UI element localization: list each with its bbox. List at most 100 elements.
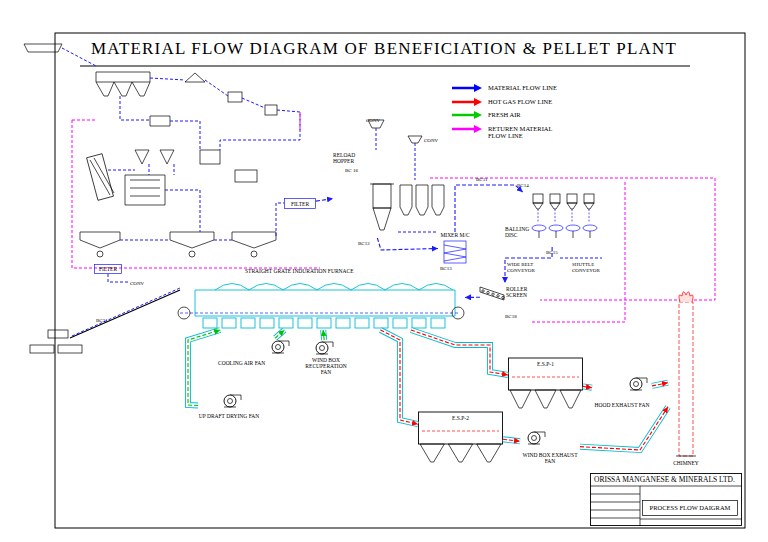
- flow-line: [411, 330, 508, 375]
- equipment-outline: [480, 287, 504, 300]
- conveyor-tag: BC14: [517, 183, 541, 189]
- equipment-outline: [444, 241, 466, 263]
- legend-swatch: [452, 98, 482, 106]
- material-flow-line: [62, 48, 602, 336]
- legend-swatch: [452, 84, 482, 92]
- flow-connector: [503, 439, 520, 441]
- legend-swatch: [474, 111, 482, 119]
- legend-text: RETUREN MATERIAL FLOW LINE: [488, 125, 560, 139]
- equipment-outline: [528, 444, 540, 445]
- conveyor-tag: BC21: [96, 318, 120, 324]
- beneficiation-plant: [189, 251, 195, 257]
- material-flow-line: [62, 48, 602, 336]
- flow-connector: [652, 383, 668, 386]
- gas-duct: [652, 383, 668, 386]
- equipment-label: COOLING AIR FAN: [218, 360, 298, 366]
- diagram-title: MATERIAL FLOW DIAGRAM OF BENEFICIATION &…: [0, 40, 768, 59]
- equipment-balling: BALLING DISC: [505, 192, 600, 247]
- conveyor-tag: BC18: [505, 314, 529, 320]
- flow-line: [316, 199, 333, 202]
- equipment-outline: [590, 502, 640, 503]
- equipment-outline: [634, 382, 639, 387]
- equipment-outline: [482, 290, 484, 292]
- equipment-outline: [533, 194, 543, 203]
- flow-line: [377, 238, 438, 250]
- equipment-outline: [444, 241, 466, 263]
- gas-duct: [503, 439, 520, 441]
- equipment-label: ORISSA MANGANESE & MINERALS LTD.: [594, 476, 738, 484]
- beneficiation-plant: [251, 251, 257, 257]
- equipment-fan: COOLING AIR FAN: [218, 338, 298, 368]
- flow-line: [188, 330, 220, 405]
- equipment-outline: [95, 265, 122, 274]
- equipment-outline: [528, 432, 540, 444]
- equipment-outline: [195, 290, 455, 316]
- gas-duct: [188, 330, 220, 405]
- gas-duct: [652, 383, 668, 386]
- equipment-outline: [630, 378, 642, 390]
- beneficiation-plant: [30, 345, 54, 353]
- equipment-outline: [419, 412, 503, 444]
- equipment-outline: [285, 199, 316, 209]
- conveyor-tag: BC11: [476, 177, 500, 183]
- equipment-outline: [412, 318, 426, 328]
- equipment-outline: [591, 474, 742, 526]
- equipment-label: PROCESS FLOW DAIGRAM: [642, 504, 738, 511]
- conveyor-tag: BC13: [440, 266, 464, 272]
- equipment-label: E.S.P-1: [508, 361, 583, 367]
- equipment-outline: [320, 346, 325, 351]
- equipment-label: FILTER: [94, 266, 122, 272]
- equipment-fan: UP DRAFT DRYING FAN: [198, 392, 260, 422]
- gas-duct: [275, 330, 284, 338]
- beneficiation-plant: [135, 150, 174, 164]
- beneficiation-plant: [228, 92, 242, 102]
- equipment-label: E.S.P-2: [418, 415, 503, 421]
- equipment-outline: [532, 225, 546, 231]
- equipment-outline: [550, 203, 560, 209]
- equipment-outline: [567, 194, 577, 203]
- beneficiation-plant: [24, 44, 62, 52]
- equipment-outline: [444, 245, 466, 261]
- equipment-roller: ROLLER SCREEN: [480, 283, 530, 311]
- equipment-outline: [508, 350, 583, 412]
- gas-duct: [323, 330, 324, 340]
- equipment-outline: [668, 288, 704, 470]
- equipment-outline: [590, 494, 640, 495]
- return-material-flow-line: [72, 112, 715, 322]
- equipment-outline: [643, 501, 738, 516]
- equipment-outline: [95, 265, 122, 274]
- equipment-outline: [640, 519, 742, 520]
- equipment-outline: [643, 501, 738, 516]
- equipment-outline: [630, 390, 642, 391]
- legend-swatch: [452, 114, 474, 117]
- equipment-outline: [374, 318, 388, 328]
- flow-connector: [316, 199, 333, 202]
- beneficiation-plant: [125, 175, 165, 205]
- equipment-outline: [590, 518, 640, 519]
- flow-connector: [411, 330, 508, 375]
- legend-swatch: [452, 127, 474, 130]
- equipment-outline: [505, 192, 600, 247]
- equipment-outline: [249, 284, 283, 291]
- equipment-label: WIND BOX RECUPERATION FAN: [300, 357, 352, 375]
- legend-swatch: [474, 84, 482, 92]
- equipment-outline: [178, 284, 464, 329]
- beneficiation-plant: [400, 185, 444, 215]
- equipment-outline: [419, 284, 453, 291]
- legend-text: MATERIAL FLOW LINE: [488, 84, 560, 91]
- beneficiation-plant: [70, 290, 180, 338]
- equipment-label: ROLLER SCREEN: [506, 286, 532, 298]
- equipment-rect: FILTER: [94, 264, 122, 274]
- equipment-outline: [480, 287, 504, 300]
- equipment-rect2: PROCESS FLOW DAIGRAM: [642, 500, 738, 516]
- flow-connector: [380, 330, 418, 424]
- flow-line: [323, 330, 324, 340]
- conveyor-tag: SHUTTLE CONVEYOR: [572, 262, 616, 273]
- flow-line: [652, 383, 668, 386]
- beneficiation-plant: [265, 105, 277, 115]
- equipment-outline: [502, 296, 504, 298]
- equipment-outline: [393, 318, 407, 328]
- equipment-outline: [512, 377, 579, 378]
- equipment-outline: [676, 292, 696, 456]
- equipment-outline: [228, 399, 233, 404]
